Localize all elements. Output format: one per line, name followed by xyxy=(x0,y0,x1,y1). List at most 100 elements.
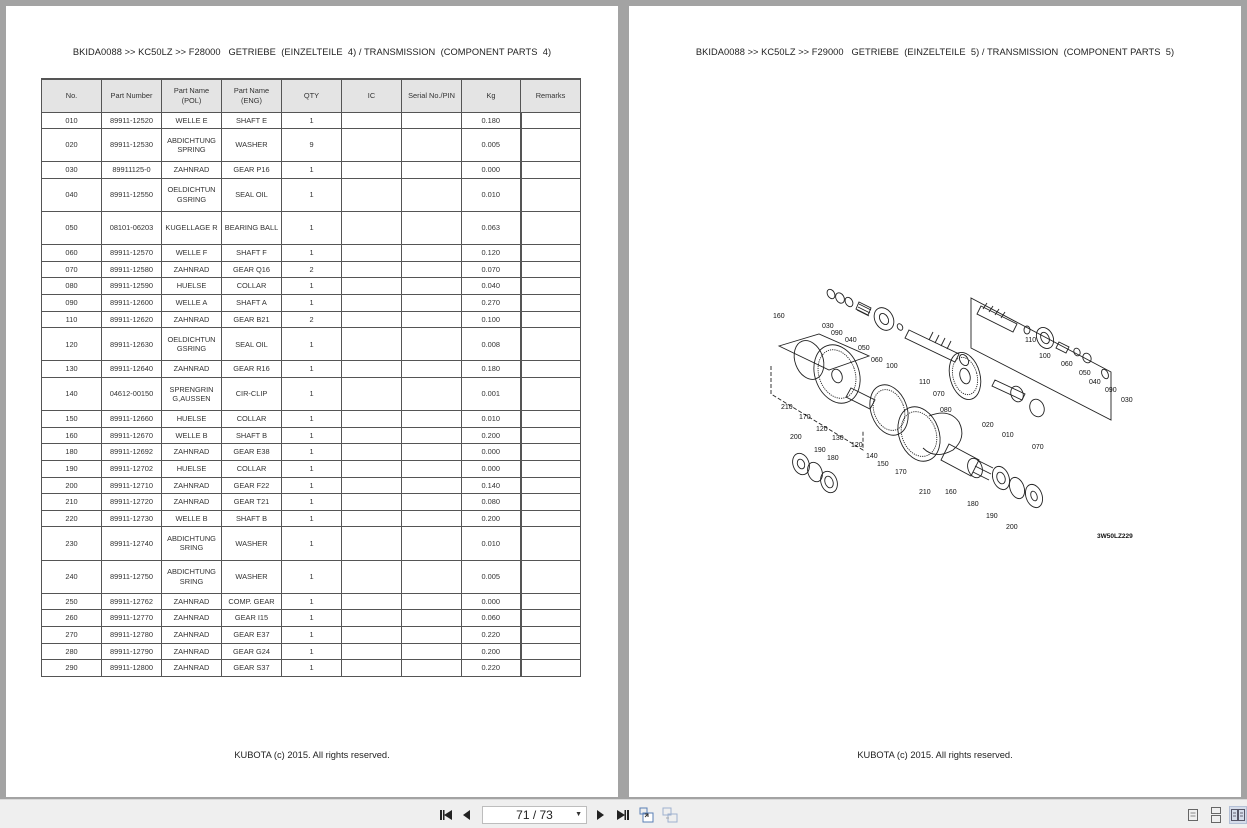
cell-ic xyxy=(341,294,402,312)
rotate-view-button[interactable] xyxy=(661,806,679,824)
cell-serial xyxy=(401,277,462,296)
cell-part-number: 89911-12550 xyxy=(101,177,162,213)
first-page-button[interactable] xyxy=(437,806,455,824)
last-page-button[interactable] xyxy=(614,806,632,824)
svg-text:140: 140 xyxy=(866,453,878,460)
next-page-button[interactable] xyxy=(591,806,609,824)
cell-qty: 2 xyxy=(281,260,342,279)
cell-name-eng: GEAR Q16 xyxy=(221,260,282,279)
last-page-icon xyxy=(617,810,629,820)
cell-part-number: 89911-12710 xyxy=(101,476,162,495)
col-header-no: No. xyxy=(41,78,102,113)
continuous-page-icon xyxy=(1211,807,1221,823)
svg-text:110: 110 xyxy=(1025,337,1036,344)
cell-serial xyxy=(401,294,462,312)
cell-serial xyxy=(401,376,462,412)
document-viewport[interactable]: BKIDA0088 >> KC50LZ >> F28000 GETRIEBE (… xyxy=(0,0,1247,799)
cell-kg: 0.270 xyxy=(461,294,522,312)
cell-name-eng: COLLAR xyxy=(221,459,282,478)
cell-remarks xyxy=(520,310,581,329)
cell-kg: 0.000 xyxy=(461,161,522,179)
col-header-serial: Serial No./PIN xyxy=(401,78,462,113)
prev-page-icon xyxy=(463,810,470,820)
svg-text:180: 180 xyxy=(827,455,839,462)
cell-ic xyxy=(341,426,402,445)
cell-ic xyxy=(341,493,402,511)
cell-serial xyxy=(401,111,462,130)
cell-name-eng: GEAR S37 xyxy=(221,659,282,677)
cell-ic xyxy=(341,459,402,478)
cell-ic xyxy=(341,476,402,495)
fit-page-button[interactable] xyxy=(638,806,656,824)
cell-serial xyxy=(401,609,462,627)
cell-kg: 0.200 xyxy=(461,509,522,528)
cell-remarks xyxy=(520,625,581,644)
svg-text:210: 210 xyxy=(919,489,931,496)
svg-text:120: 120 xyxy=(816,426,828,433)
cell-name-eng: GEAR E38 xyxy=(221,443,282,461)
svg-text:120: 120 xyxy=(851,442,863,449)
page-header: BKIDA0088 >> KC50LZ >> F29000 GETRIEBE (… xyxy=(695,47,1175,57)
cell-remarks xyxy=(520,526,581,561)
cell-part-number: 89911-12740 xyxy=(101,526,162,561)
cell-name-eng: GEAR T21 xyxy=(221,493,282,511)
cell-name-pol: ZAHNRAD xyxy=(161,443,222,461)
cell-ic xyxy=(341,659,402,677)
first-page-icon xyxy=(440,810,452,820)
cell-name-eng: GEAR R16 xyxy=(221,360,282,378)
cell-name-eng: GEAR B21 xyxy=(221,310,282,329)
cell-no: 040 xyxy=(41,177,102,213)
cell-remarks xyxy=(520,459,581,478)
page-right: BKIDA0088 >> KC50LZ >> F29000 GETRIEBE (… xyxy=(629,6,1241,797)
cell-ic xyxy=(341,177,402,213)
continuous-view-button[interactable] xyxy=(1207,806,1225,824)
cell-name-pol: SPRENGRIN G,AUSSEN xyxy=(161,376,222,412)
cell-no: 200 xyxy=(41,476,102,495)
single-page-view-button[interactable] xyxy=(1184,806,1202,824)
svg-text:190: 190 xyxy=(814,447,826,454)
svg-text:110: 110 xyxy=(919,379,930,386)
svg-text:160: 160 xyxy=(773,313,785,320)
cell-no: 220 xyxy=(41,509,102,528)
two-page-view-button[interactable] xyxy=(1229,806,1247,824)
cell-name-pol: ZAHNRAD xyxy=(161,625,222,644)
cell-kg: 0.060 xyxy=(461,609,522,627)
cell-ic xyxy=(341,244,402,262)
prev-page-button[interactable] xyxy=(458,806,476,824)
cell-serial xyxy=(401,327,462,362)
cell-remarks xyxy=(520,294,581,312)
two-page-icon xyxy=(1231,809,1245,821)
cell-name-eng: SHAFT E xyxy=(221,111,282,130)
cell-qty: 1 xyxy=(281,211,342,246)
cell-remarks xyxy=(520,476,581,495)
cell-name-pol: WELLE B xyxy=(161,509,222,528)
cell-part-number: 89911-12590 xyxy=(101,277,162,296)
svg-text:050: 050 xyxy=(1079,370,1091,377)
cell-remarks xyxy=(520,609,581,627)
cell-qty: 2 xyxy=(281,310,342,329)
dropdown-caret-icon: ▼ xyxy=(575,811,582,818)
page-number-select[interactable]: 71 / 73 ▼ xyxy=(482,806,587,824)
cell-ic xyxy=(341,609,402,627)
cell-name-eng: GEAR F22 xyxy=(221,476,282,495)
cell-part-number: 89911-12780 xyxy=(101,625,162,644)
cell-name-pol: ZAHNRAD xyxy=(161,476,222,495)
cell-no: 290 xyxy=(41,659,102,677)
cell-no: 250 xyxy=(41,592,102,611)
cell-no: 270 xyxy=(41,625,102,644)
svg-text:190: 190 xyxy=(986,513,998,520)
cell-kg: 0.005 xyxy=(461,559,522,594)
cell-qty: 1 xyxy=(281,294,342,312)
cell-ic xyxy=(341,376,402,412)
cell-part-number: 89911-12770 xyxy=(101,609,162,627)
cell-name-pol: ZAHNRAD xyxy=(161,659,222,677)
cell-part-number: 89911-12800 xyxy=(101,659,162,677)
